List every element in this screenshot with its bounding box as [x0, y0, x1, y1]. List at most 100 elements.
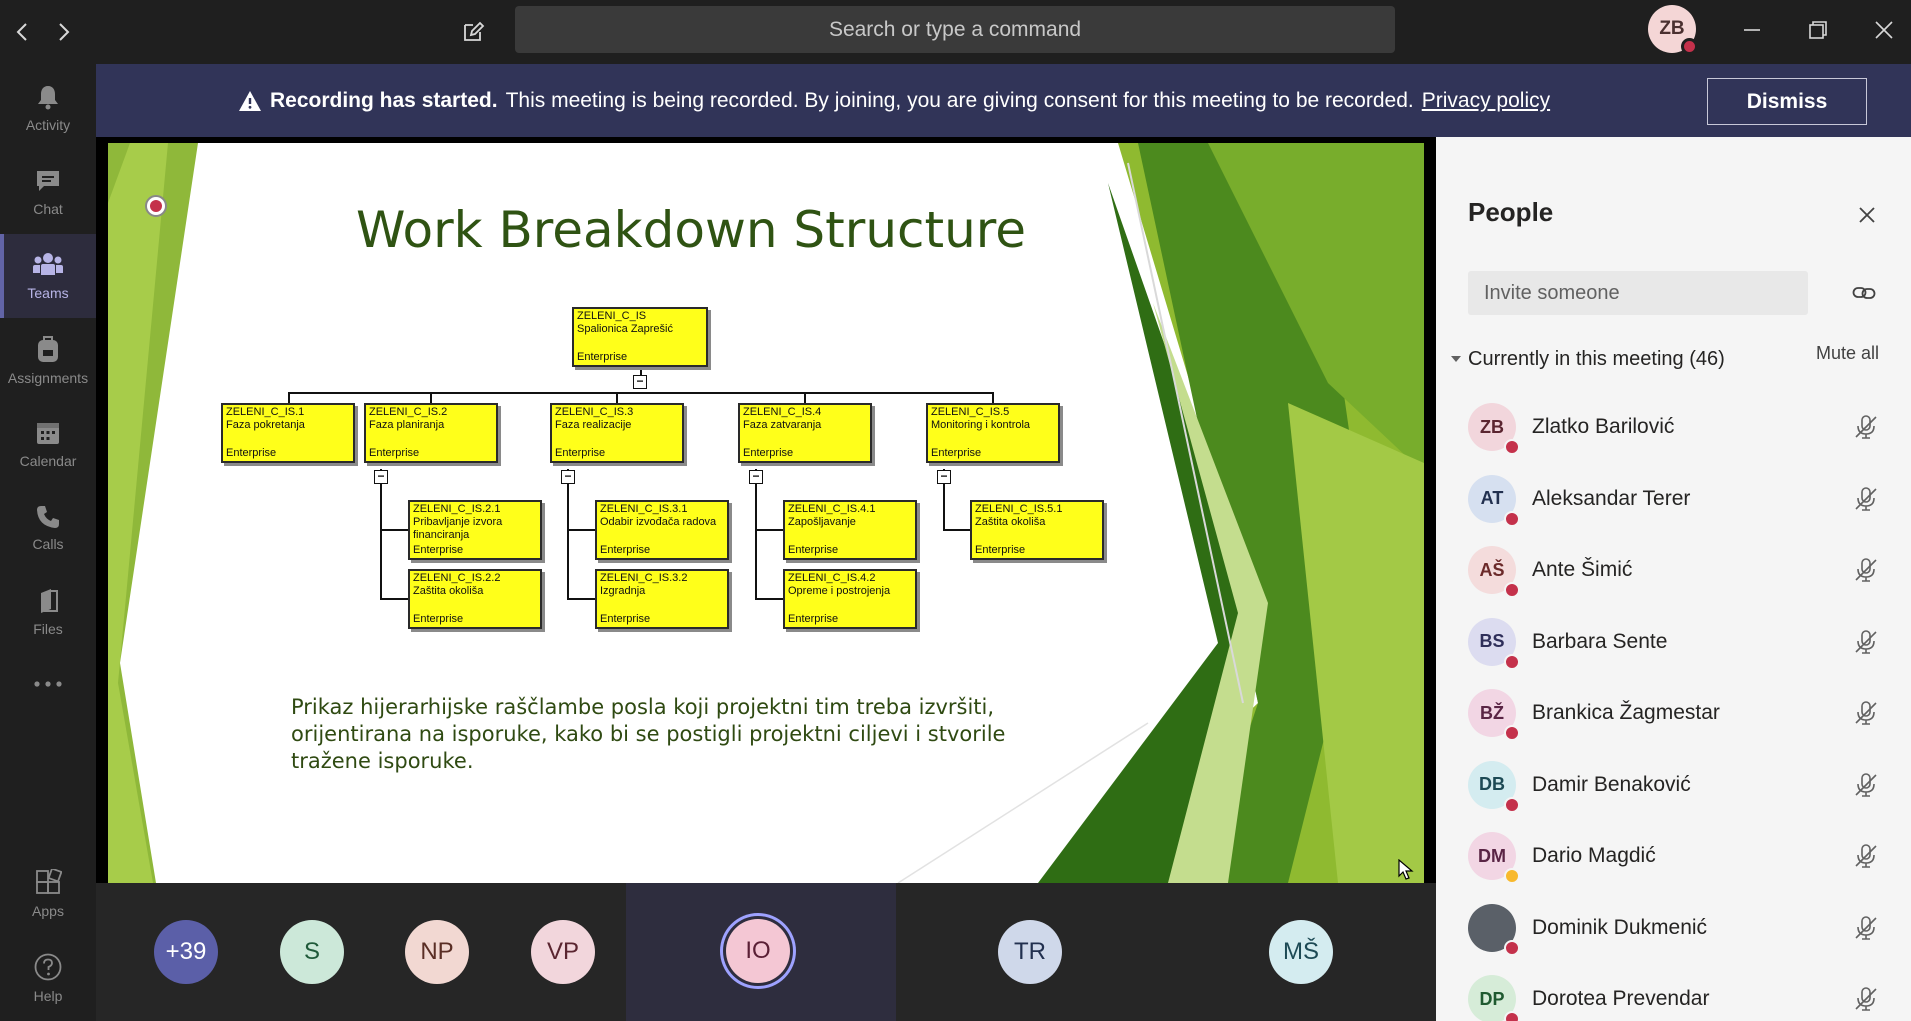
minimize-icon [1744, 29, 1760, 31]
wbs-name: Odabir izvođača radova [600, 516, 717, 528]
minimize-button[interactable] [1730, 10, 1774, 50]
wbs-tag: Enterprise [577, 351, 628, 363]
rail-item-teams[interactable]: Teams [0, 234, 96, 318]
participant-initials: MŠ [1283, 938, 1319, 965]
dismiss-button[interactable]: Dismiss [1707, 78, 1867, 125]
search-input[interactable]: Search or type a command [515, 6, 1395, 53]
wbs-connector [288, 392, 290, 404]
search-placeholder: Search or type a command [828, 17, 1082, 41]
mic-muted-icon[interactable] [1848, 409, 1884, 445]
participant-avatar: MŠ [1269, 920, 1333, 984]
close-window-button[interactable] [1862, 10, 1906, 50]
participant-initials: ZB [1480, 416, 1504, 437]
in-meeting-section-toggle[interactable]: Currently in this meeting (46) [1444, 341, 1894, 377]
mic-muted-icon[interactable] [1848, 624, 1884, 660]
rail-item-calendar[interactable]: Calendar [0, 402, 96, 486]
privacy-policy-link[interactable]: Privacy policy [1421, 88, 1551, 112]
compose-icon [464, 21, 485, 41]
rail-item-files[interactable]: Files [0, 570, 96, 654]
participant-initials: VP [546, 938, 579, 965]
participant-tile-speaking[interactable]: IO [626, 883, 896, 1021]
participant-avatar[interactable]: VP [531, 920, 595, 984]
participant-initials: DB [1479, 774, 1505, 794]
back-button[interactable] [4, 14, 40, 50]
wbs-task-node: ZELENI_C_IS.2.1 Pribavljanje izvora fina… [408, 500, 542, 560]
collapse-node-icon: − [937, 470, 951, 484]
wbs-code: ZELENI_C_IS.1 [226, 406, 305, 418]
rail-item-help[interactable]: Help [0, 936, 96, 1020]
participant-tile-group: +39 S NP VP [96, 883, 626, 1021]
mic-muted-icon[interactable] [1848, 695, 1884, 731]
mic-muted-icon[interactable] [1848, 481, 1884, 517]
new-chat-button[interactable] [453, 12, 493, 52]
more-participants-badge[interactable]: +39 [154, 920, 218, 984]
wbs-tag: Enterprise [975, 544, 1026, 556]
restore-button[interactable] [1796, 10, 1840, 50]
wbs-connector [288, 392, 994, 394]
slide-body-text: Prikaz hijerarhijske raščlambe posla koj… [291, 695, 1006, 773]
participant-name: Dario Magdić [1532, 844, 1656, 867]
participant-avatar[interactable]: S [280, 920, 344, 984]
wbs-phase-node: ZELENI_C_IS.2 Faza planiranja Enterprise [364, 403, 498, 463]
participant-initials: AT [1480, 488, 1504, 508]
link-icon [1852, 287, 1876, 299]
participant-tile[interactable]: TR [896, 883, 1166, 1021]
more-apps-button[interactable] [0, 654, 96, 714]
wbs-name: Monitoring i kontrola [931, 419, 1031, 431]
mic-muted-icon[interactable] [1848, 981, 1884, 1017]
participant-initials: BŽ [1480, 702, 1504, 723]
mic-muted-icon[interactable] [1848, 910, 1884, 946]
participant-row[interactable]: Dominik Dukmenić [1436, 892, 1911, 964]
chat-icon [37, 171, 59, 191]
help-icon [34, 953, 62, 981]
rail-item-apps[interactable]: Apps [0, 852, 96, 936]
rail-item-assignments[interactable]: Assignments [0, 318, 96, 402]
participant-avatar[interactable]: NP [405, 920, 469, 984]
forward-button[interactable] [46, 14, 82, 50]
participant-initials: BS [1479, 631, 1505, 651]
files-icon [41, 589, 58, 613]
wbs-connector [380, 529, 408, 531]
wbs-phase-node: ZELENI_C_IS.5 Monitoring i kontrola Ente… [926, 403, 1060, 463]
wbs-connector [380, 598, 408, 600]
rail-item-activity[interactable]: Activity [0, 66, 96, 150]
share-invite-link-button[interactable] [1846, 275, 1882, 311]
shared-content-stage: Work Breakdown Structure − − − − [96, 137, 1436, 883]
wbs-phase-node: ZELENI_C_IS.3 Faza realizacije Enterpris… [550, 403, 684, 463]
rail-item-calls[interactable]: Calls [0, 486, 96, 570]
people-panel: People Currently in this meeting (46) Mu… [1436, 137, 1911, 1021]
rail-item-chat[interactable]: Chat [0, 150, 96, 234]
wbs-connector [380, 469, 382, 599]
mic-muted-icon[interactable] [1848, 838, 1884, 874]
rail-label: Apps [32, 903, 64, 919]
wbs-connector [804, 392, 806, 404]
profile-avatar[interactable]: ZB [1648, 5, 1698, 55]
wbs-name: Zaštita okoliša [413, 585, 484, 597]
participant-initials: S [303, 938, 320, 965]
wbs-name: Faza realizacije [555, 419, 632, 431]
wbs-task-node: ZELENI_C_IS.3.1 Odabir izvođača radova E… [595, 500, 729, 560]
invite-input[interactable] [1468, 271, 1808, 315]
wbs-tag: Enterprise [369, 447, 420, 459]
wbs-connector [567, 529, 595, 531]
mute-all-button[interactable]: Mute all [1816, 343, 1880, 363]
wbs-code: ZELENI_C_IS.2.2 [413, 572, 501, 584]
close-panel-button[interactable] [1849, 197, 1885, 233]
wbs-task-node: ZELENI_C_IS.2.2 Zaštita okoliša Enterpri… [408, 569, 542, 629]
wbs-connector [755, 469, 757, 599]
mic-muted-icon[interactable] [1848, 552, 1884, 588]
wbs-name: Zapošljavanje [788, 516, 856, 528]
presence-status-icon [1504, 1011, 1520, 1021]
mic-muted-icon[interactable] [1848, 767, 1884, 803]
rail-label: Files [33, 621, 63, 637]
participant-tile[interactable]: MŠ [1166, 883, 1436, 1021]
phone-icon [37, 506, 59, 528]
